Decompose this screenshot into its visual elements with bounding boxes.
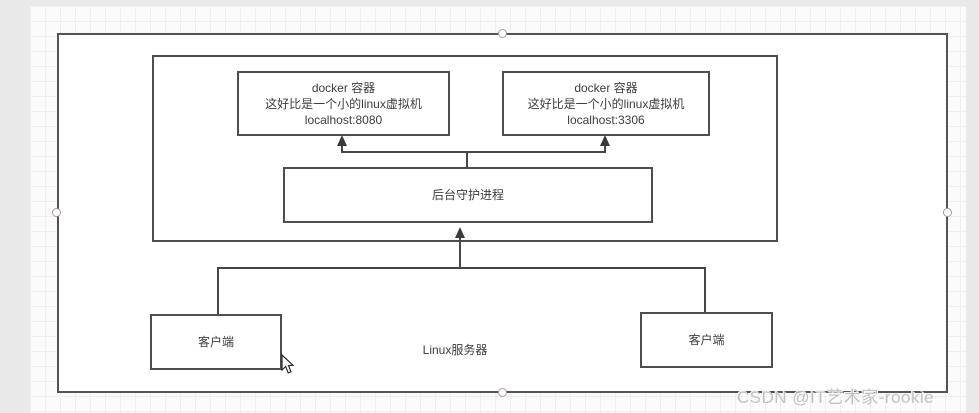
client-left-shape[interactable]: 客户端 bbox=[150, 314, 282, 370]
connector-daemon-split-stem[interactable] bbox=[466, 152, 468, 168]
daemon-process-shape[interactable]: 后台守护进程 bbox=[283, 167, 653, 223]
docker-container-title: docker 容器 bbox=[311, 80, 376, 95]
mouse-cursor-icon bbox=[279, 353, 295, 380]
selection-handle-right[interactable] bbox=[943, 208, 952, 217]
connector-client-right-segment[interactable] bbox=[704, 268, 706, 312]
connector-daemon-split-bar[interactable] bbox=[341, 151, 606, 153]
connector-clients-bar[interactable] bbox=[217, 267, 706, 269]
docker-container-description: 这好比是一个小的linux虚拟机 bbox=[527, 96, 685, 111]
daemon-process-label: 后台守护进程 bbox=[431, 188, 504, 202]
selection-handle-top[interactable] bbox=[498, 29, 507, 38]
csdn-watermark: CSDN @IT艺术家-rookie bbox=[737, 388, 935, 407]
connector-to-daemon-segment[interactable] bbox=[459, 237, 461, 268]
docker-container-address: localhost:8080 bbox=[304, 112, 383, 127]
linux-server-label: Linux服务器 bbox=[422, 343, 488, 357]
docker-container-title: docker 容器 bbox=[574, 80, 638, 95]
selection-handle-left[interactable] bbox=[52, 208, 61, 217]
arrowhead-up-icon bbox=[337, 135, 347, 146]
client-label: 客户端 bbox=[197, 335, 234, 349]
connector-client-left-segment[interactable] bbox=[217, 268, 219, 314]
connector-to-docker1-segment[interactable] bbox=[341, 145, 343, 153]
client-label: 客户端 bbox=[688, 333, 725, 347]
docker-container-3306-shape[interactable]: docker 容器 这好比是一个小的linux虚拟机 localhost:330… bbox=[502, 71, 710, 136]
selection-handle-bottom[interactable] bbox=[498, 388, 507, 397]
docker-container-8080-shape[interactable]: docker 容器 这好比是一个小的linux虚拟机 localhost:808… bbox=[237, 71, 450, 136]
arrowhead-up-icon bbox=[600, 135, 610, 146]
client-right-shape[interactable]: 客户端 bbox=[640, 312, 773, 368]
docker-container-address: localhost:3306 bbox=[567, 112, 645, 127]
connector-to-docker2-segment[interactable] bbox=[604, 145, 606, 153]
docker-container-description: 这好比是一个小的linux虚拟机 bbox=[265, 96, 422, 111]
arrowhead-up-icon bbox=[455, 227, 465, 238]
